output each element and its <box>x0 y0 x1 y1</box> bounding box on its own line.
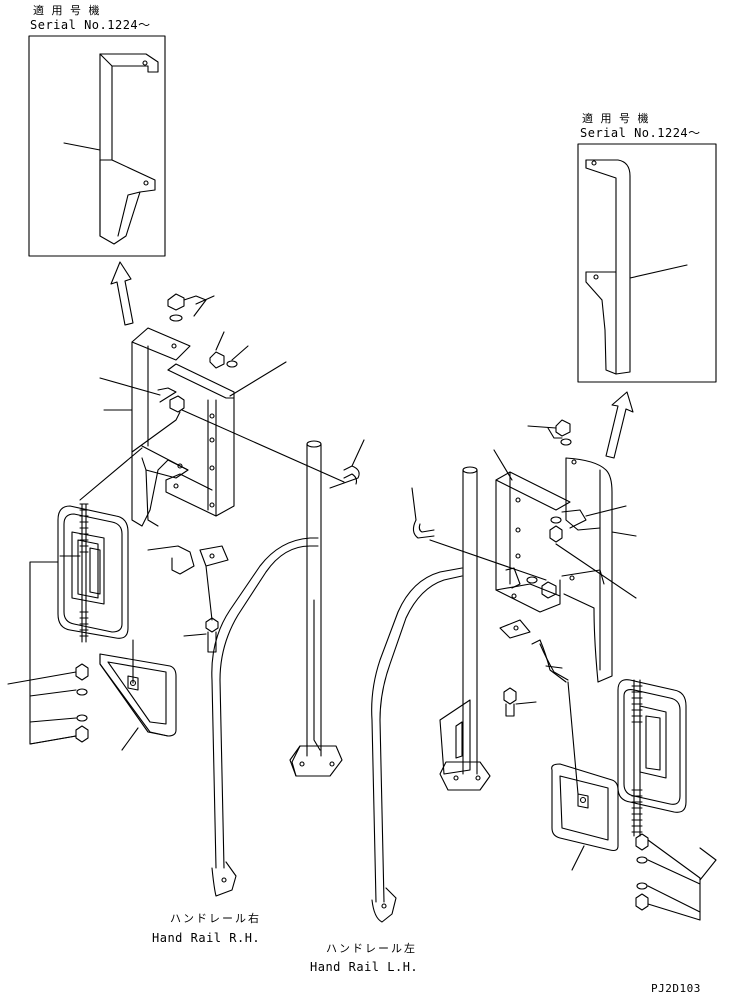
right-nut-lower <box>506 568 556 598</box>
left-clamp-bracket <box>148 546 228 652</box>
handrail-lh <box>372 568 462 922</box>
inset-box-left <box>29 36 165 256</box>
right-hardware-stack <box>636 834 716 920</box>
mirror-left <box>58 504 128 642</box>
u-bolt-right <box>412 488 434 538</box>
inset-left-applicable-label: 適 用 号 機 <box>33 4 102 17</box>
right-nut-mid <box>550 506 626 542</box>
left-bracket <box>132 328 234 526</box>
handrail-lh-label-jp: ハンドレール左 <box>326 942 417 955</box>
u-bolt-left <box>330 440 364 488</box>
handrail-rh-label-jp: ハンドレール右 <box>170 912 261 925</box>
left-nut-mid <box>210 332 248 368</box>
left-nut-bracket <box>100 378 184 412</box>
right-nut-top <box>528 420 571 445</box>
arrow-up-right-icon <box>606 392 633 458</box>
inset-right-applicable-label: 適 用 号 機 <box>582 112 651 125</box>
left-nut-top <box>168 294 214 321</box>
inset-box-right <box>578 144 716 382</box>
handrail-rh-label-en: Hand Rail R.H. <box>152 931 261 945</box>
right-bolt <box>504 688 536 716</box>
arrow-up-left-icon <box>111 262 133 325</box>
mirror-head-left <box>100 640 176 750</box>
handrail-lh-label-en: Hand Rail L.H. <box>310 960 419 974</box>
mirror-right <box>618 680 686 836</box>
mirror-head-right <box>552 682 618 870</box>
right-clamp-bracket <box>500 620 568 682</box>
pole-right <box>440 467 490 790</box>
right-bracket <box>496 458 612 682</box>
handrail-rh <box>212 538 318 896</box>
inset-left-serial-label: Serial No.1224～ <box>30 18 151 32</box>
drawing-code: PJ2D103 <box>651 982 701 995</box>
inset-right-serial-label: Serial No.1224～ <box>580 126 701 140</box>
left-hardware-stack <box>8 562 88 744</box>
pole-left <box>290 441 342 776</box>
